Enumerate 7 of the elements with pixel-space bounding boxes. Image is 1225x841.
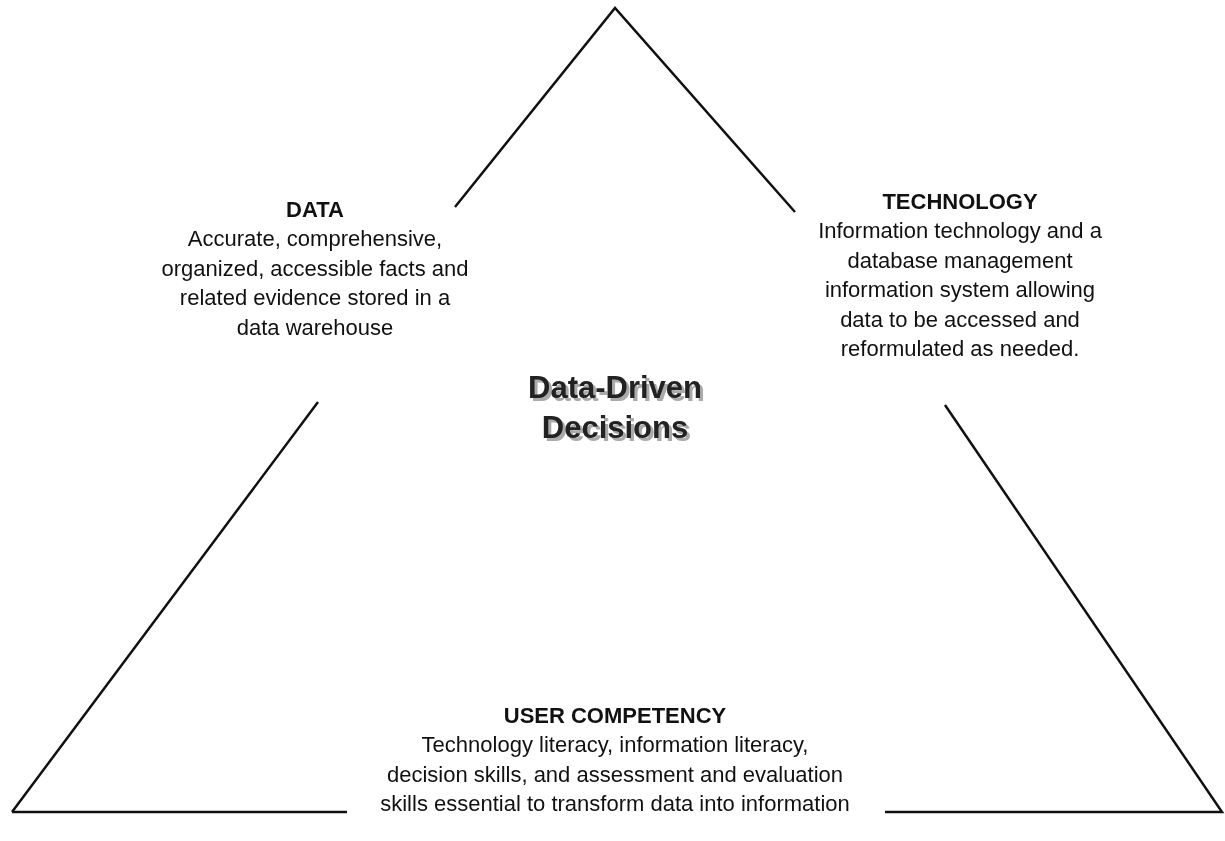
section-heading: DATA: [285, 196, 345, 224]
section-description: Accurate, comprehensive, organized, accessible facts and related evidence stored in a data warehouse: [160, 225, 470, 342]
section-description: Information technology and a database management information system allowing data to be accessed and reformulated as needed.: [817, 217, 1103, 363]
section-description: Technology literacy, information literacy, decision skills, and assessment and evaluation skills essential to transform data into information: [380, 731, 850, 818]
center-title: Data-Driven Decisions: [527, 369, 703, 447]
section-heading: USER COMPETENCY: [502, 702, 728, 730]
section-heading: TECHNOLOGY: [881, 188, 1039, 216]
